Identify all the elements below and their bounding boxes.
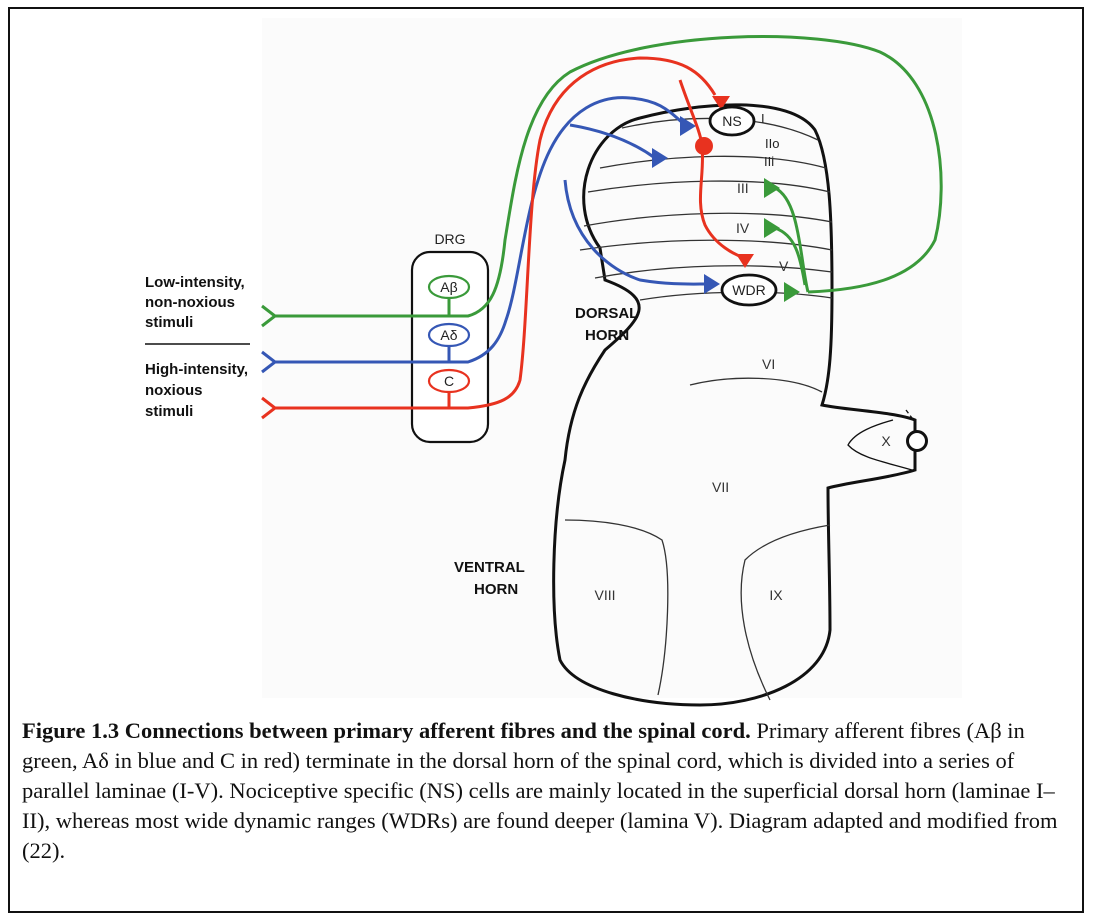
high-intensity-line1: High-intensity, <box>145 361 248 378</box>
lamina-iio-label: IIo <box>765 136 779 151</box>
high-intensity-line3: stimuli <box>145 403 193 420</box>
low-intensity-line1: Low-intensity, <box>145 274 245 291</box>
high-intensity-line2: noxious <box>145 382 203 399</box>
lamina-iv-label: IV <box>736 220 750 236</box>
lamina-vi-label: VI <box>762 356 775 372</box>
lamina-vii-label: VII <box>712 479 729 495</box>
dorsal-horn-line1: DORSAL <box>575 305 638 322</box>
figure-caption: Figure 1.3 Connections between primary a… <box>22 716 1072 866</box>
lamina-iii-label: III <box>737 180 749 196</box>
a-beta-label: Aβ <box>440 279 457 295</box>
central-canal <box>908 432 927 451</box>
wdr-label: WDR <box>732 282 765 298</box>
lamina-v-label: V <box>779 258 789 274</box>
lamina-iii-inner-label: IIi <box>764 154 774 169</box>
ns-label: NS <box>722 113 741 129</box>
ventral-horn-line1: VENTRAL <box>454 559 525 576</box>
low-intensity-line2: non-noxious <box>145 294 235 311</box>
a-delta-label: Aδ <box>440 327 457 343</box>
drg-label: DRG <box>434 231 465 247</box>
lamina-x-label: X <box>881 433 891 449</box>
lamina-viii-label: VIII <box>594 587 615 603</box>
lamina-i-label: I <box>761 111 765 126</box>
low-intensity-line3: stimuli <box>145 314 193 331</box>
c-label: C <box>444 373 454 389</box>
ventral-horn-line2: HORN <box>474 581 518 598</box>
lamina-ix-label: IX <box>769 587 783 603</box>
spinal-cord-diagram: DRG Aβ Aδ C Low-intensity, non-noxious s… <box>0 0 1094 712</box>
caption-title: Figure 1.3 Connections between primary a… <box>22 718 751 743</box>
dorsal-horn-line2: HORN <box>585 327 629 344</box>
